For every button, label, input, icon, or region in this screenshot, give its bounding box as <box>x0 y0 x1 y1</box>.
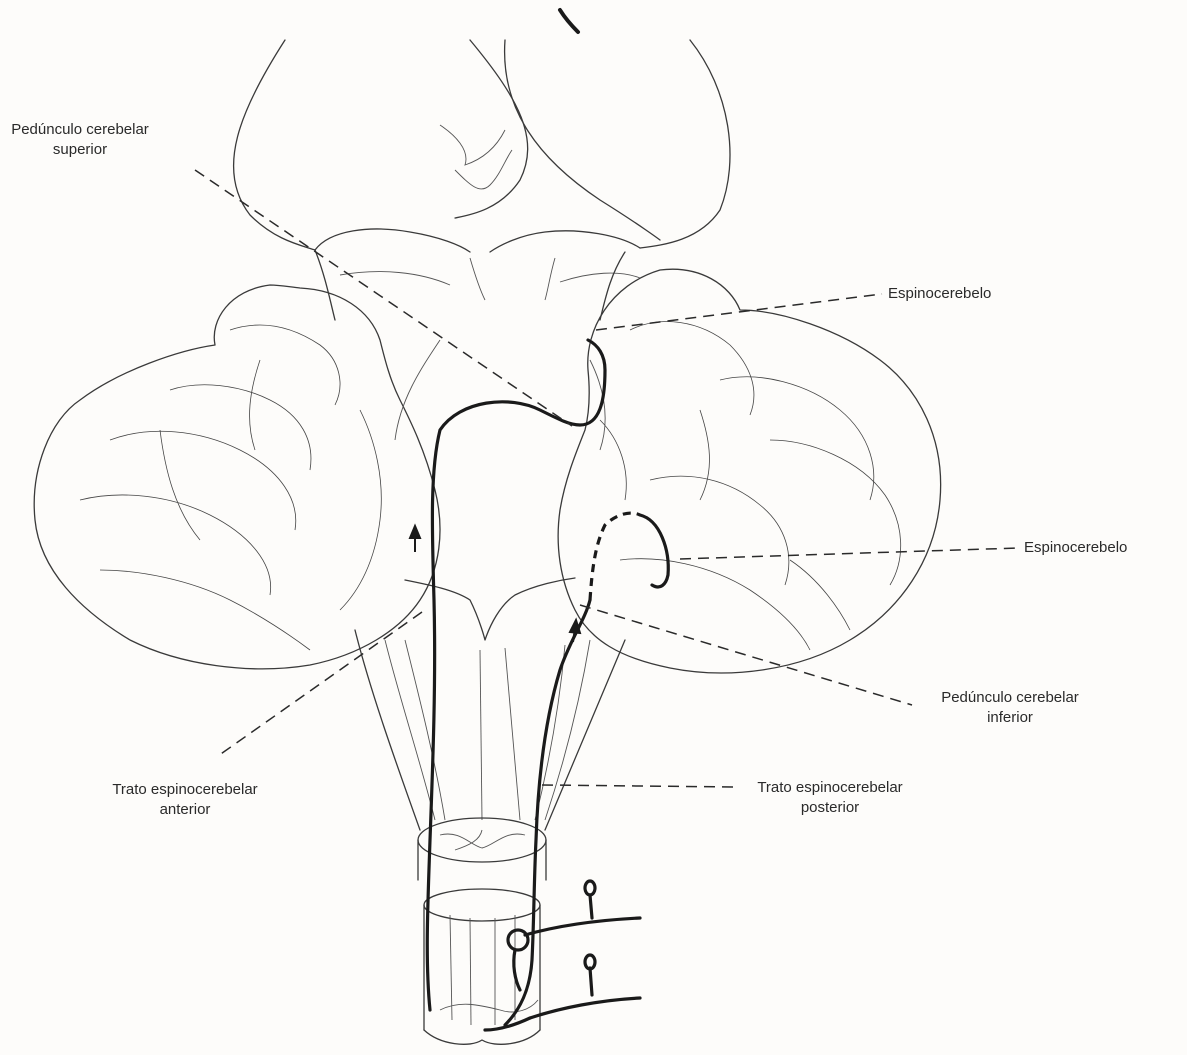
leader-spinocerebellum-top <box>596 294 882 330</box>
arrow-anterior-tract <box>410 526 420 552</box>
label-superior-peduncle: Pedúnculo cerebelar superior <box>0 120 160 160</box>
label-spinocerebellum-top: Espinocerebelo <box>888 284 991 304</box>
label-inferior-peduncle: Pedúnculo cerebelar inferior <box>920 688 1100 728</box>
label-inferior-peduncle-line2: inferior <box>920 708 1100 728</box>
leader-inferior-peduncle <box>580 605 912 705</box>
posterior-tract-dashed-segment <box>590 513 640 600</box>
label-anterior-tract: Trato espinocerebelar anterior <box>95 780 275 820</box>
label-posterior-tract: Trato espinocerebelar posterior <box>740 778 920 818</box>
vermis-region <box>395 340 605 640</box>
label-posterior-tract-line1: Trato espinocerebelar <box>740 778 920 798</box>
midbrain-outline <box>234 40 730 320</box>
label-superior-peduncle-line2: superior <box>0 140 160 160</box>
right-cerebellar-hemisphere <box>558 269 941 673</box>
leader-spinocerebellum-mid <box>680 548 1018 559</box>
left-cerebellar-hemisphere <box>34 285 440 669</box>
label-spinocerebellum-top-text: Espinocerebelo <box>888 284 991 304</box>
dorsal-root-upper <box>508 881 640 990</box>
leader-superior-peduncle <box>195 170 572 426</box>
leader-posterior-tract <box>542 785 736 787</box>
label-inferior-peduncle-line1: Pedúnculo cerebelar <box>920 688 1100 708</box>
label-superior-peduncle-line1: Pedúnculo cerebelar <box>0 120 160 140</box>
label-posterior-tract-line2: posterior <box>740 798 920 818</box>
label-anterior-tract-line2: anterior <box>95 800 275 820</box>
posterior-tract-terminal <box>640 515 668 587</box>
anterior-spinocerebellar-tract <box>427 340 605 1010</box>
leader-anterior-tract <box>218 612 422 756</box>
medulla-spinal-cord <box>355 630 625 1044</box>
dorsal-root-lower <box>485 955 640 1030</box>
label-spinocerebellum-mid: Espinocerebelo <box>1024 538 1127 558</box>
label-anterior-tract-line1: Trato espinocerebelar <box>95 780 275 800</box>
top-mark <box>560 10 578 32</box>
label-spinocerebellum-mid-text: Espinocerebelo <box>1024 538 1127 558</box>
